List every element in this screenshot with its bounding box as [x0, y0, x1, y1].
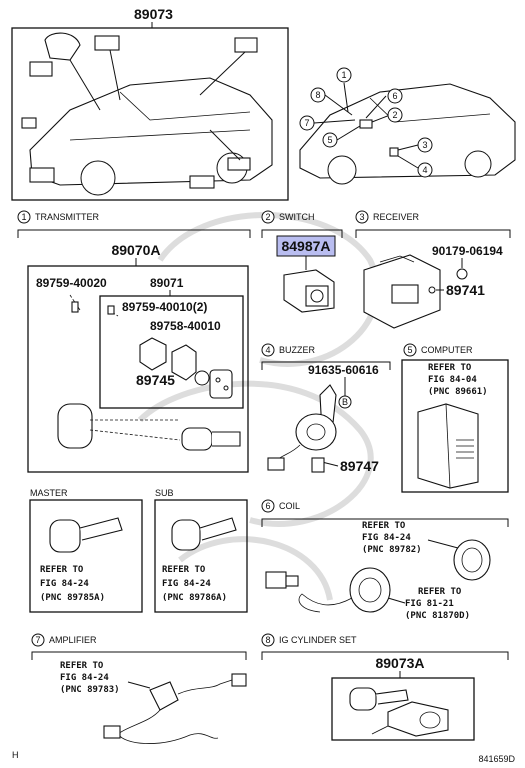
sections-sub-ref1-label: REFER TO	[162, 565, 206, 575]
switch-part-number: 84987A	[281, 238, 330, 254]
sections-coil-refB1-label: REFER TO	[418, 587, 462, 597]
section-transmitter: 1 TRANSMITTER 89070A 89071 89759-40020 8…	[17, 210, 251, 473]
sections-computer-ref3-label: (PNC 89661)	[428, 387, 488, 397]
callouts-4-label: 5	[327, 135, 332, 145]
sections-buzzer-num-label: 4	[265, 345, 270, 355]
sections-buzzer-mark-label: B	[342, 397, 348, 407]
sections-amplifier-title-label: AMPLIFIER	[49, 635, 97, 645]
sections-transmitter-p2-label: 89759-40010(2)	[122, 300, 207, 314]
sections-computer-num-label: 5	[407, 345, 412, 355]
sections-transmitter-num-label: 1	[21, 212, 26, 222]
sections-transmitter-sub-label: 89071	[150, 276, 184, 290]
sections-coil-title-label: COIL	[279, 501, 300, 511]
sections-computer-title-label: COMPUTER	[421, 345, 473, 355]
sections-coil-refB2-label: FIG 81-21	[405, 599, 454, 609]
sections-transmitter-p4-label: 89745	[136, 372, 175, 388]
callouts: 1 2 3 4 5 6 7 8	[299, 67, 433, 178]
section-switch: 2 SWITCH 84987A	[261, 210, 343, 313]
sections-master-ref3-label: (PNC 89785A)	[40, 593, 105, 603]
callouts-5-label: 6	[392, 91, 397, 101]
sections-master-ref1-label: REFER TO	[40, 565, 84, 575]
sections-transmitter-p3-label: 89758-40010	[150, 319, 221, 333]
section-ig-cylinder: 8 IG CYLINDER SET 89073A	[261, 633, 509, 741]
sections-sub-title-label: SUB	[155, 488, 174, 498]
callouts-0-label: 1	[341, 70, 346, 80]
footer-left: H	[12, 750, 19, 760]
callouts-2-label: 3	[422, 140, 427, 150]
sections-master-ref2-label: FIG 84-24	[40, 579, 89, 589]
sections-buzzer-title-label: BUZZER	[279, 345, 316, 355]
sections-receiver-num-label: 3	[359, 212, 364, 222]
sections-master-title-label: MASTER	[30, 488, 68, 498]
sections-buzzer-p2-label: 89747	[340, 458, 379, 474]
sections-amplifier-ref1-label: REFER TO	[60, 661, 104, 671]
sections-coil-refB3-label: (PNC 81870D)	[405, 611, 470, 621]
footer-code: 841659D	[478, 754, 515, 764]
sections-buzzer-p1-label: 91635-60616	[308, 363, 379, 377]
sections-receiver-p1-label: 90179-06194	[432, 244, 503, 258]
watermark	[137, 212, 380, 601]
section-sub: SUB REFER TO FIG 84-24 (PNC 89786A)	[154, 488, 248, 613]
sections-sub-ref2-label: FIG 84-24	[162, 579, 211, 589]
section-amplifier: 7 AMPLIFIER REFER TO FIG 84-24 (PNC 8978…	[31, 633, 247, 744]
sections-receiver-p2-label: 89741	[446, 282, 485, 298]
top-assembly-box	[11, 27, 289, 201]
section-buzzer: 4 BUZZER 91635-60616 B 89747	[261, 343, 391, 474]
section-receiver: 3 RECEIVER 90179-06194 89741	[355, 210, 511, 329]
sections-amplifier-num-label: 7	[35, 635, 40, 645]
sections-coil-refA3-label: (PNC 89782)	[362, 545, 422, 555]
sections-igcyl-title-label: IG CYLINDER SET	[279, 635, 357, 645]
callouts-7-label: 8	[315, 90, 320, 100]
sections-coil-refA2-label: FIG 84-24	[362, 533, 411, 543]
sections-coil-refA1-label: REFER TO	[362, 521, 406, 531]
sections-amplifier-ref3-label: (PNC 89783)	[60, 685, 120, 695]
sections-switch-title-label: SWITCH	[279, 212, 315, 222]
sections-receiver-title-label: RECEIVER	[373, 212, 420, 222]
section-computer: 5 COMPUTER REFER TO FIG 84-04 (PNC 89661…	[401, 343, 509, 493]
sections-sub-ref3-label: (PNC 89786A)	[162, 593, 227, 603]
ig-cylinder-part-number: 89073A	[375, 655, 424, 671]
transmitter-main-part: 89070A	[111, 242, 160, 258]
sections-transmitter-p1-label: 89759-40020	[36, 276, 107, 290]
callouts-1-label: 2	[392, 110, 397, 120]
section-coil: 6 COIL REFER TO FIG 84-24 (PNC 89782) RE…	[261, 499, 509, 621]
car-illustration-left	[21, 32, 273, 196]
sections-computer-ref1-label: REFER TO	[428, 363, 472, 373]
callouts-6-label: 7	[304, 118, 309, 128]
sections-computer-ref2-label: FIG 84-04	[428, 375, 477, 385]
car-illustration-right	[299, 83, 516, 185]
sections-amplifier-ref2-label: FIG 84-24	[60, 673, 109, 683]
sections-switch-num-label: 2	[265, 212, 270, 222]
sections-igcyl-num-label: 8	[265, 635, 270, 645]
callouts-3-label: 4	[422, 165, 427, 175]
section-master: MASTER REFER TO FIG 84-24 (PNC 89785A)	[29, 488, 143, 613]
sections-transmitter-title-label: TRANSMITTER	[35, 212, 99, 222]
top-part-number: 89073	[134, 6, 173, 22]
sections-coil-num-label: 6	[265, 501, 270, 511]
